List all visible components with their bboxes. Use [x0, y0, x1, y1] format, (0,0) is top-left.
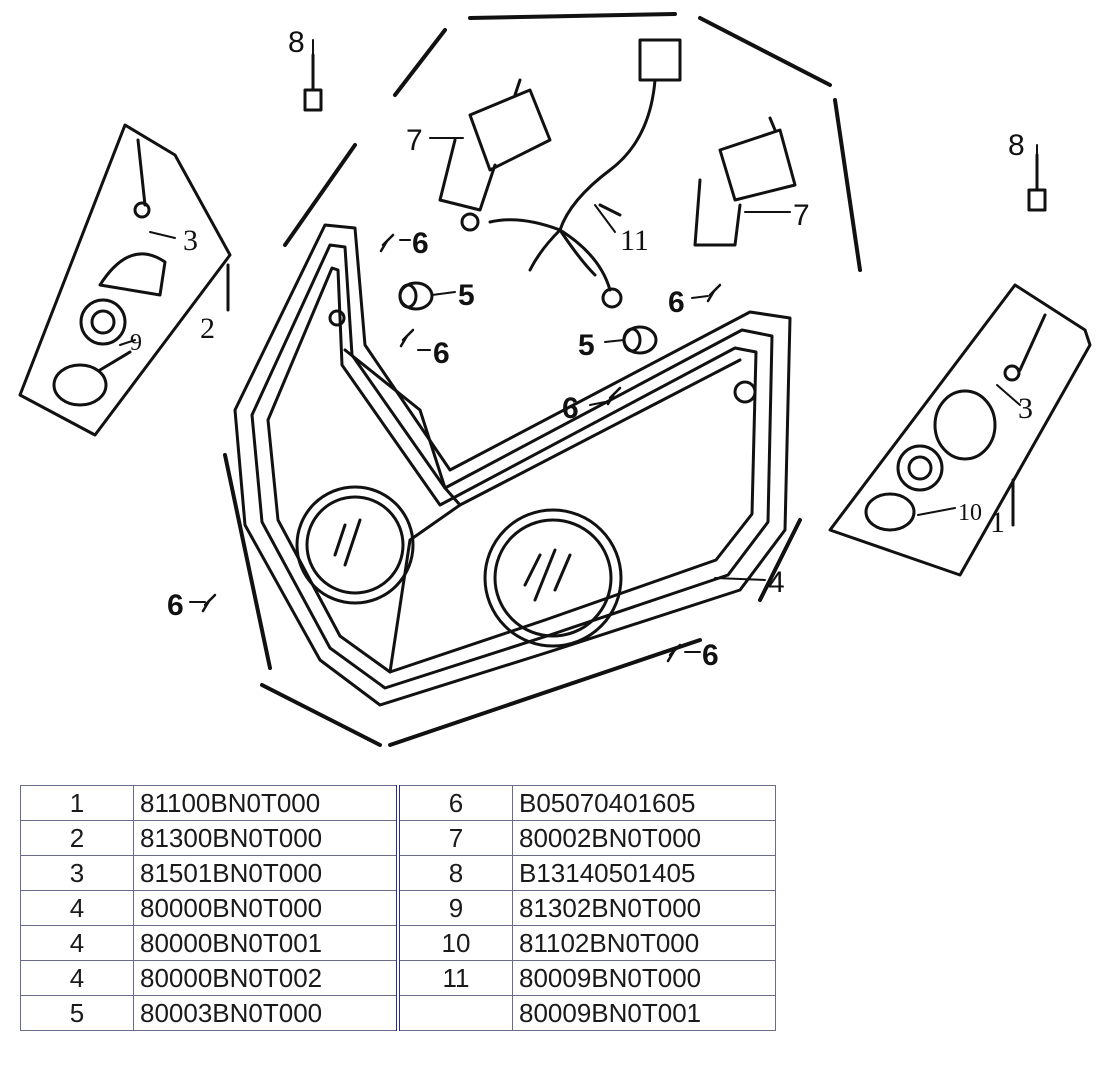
callout-label: 6 [562, 392, 579, 425]
left-turn-signal-assembly [18, 123, 232, 437]
callout-label: 6 [702, 639, 719, 672]
callout-label: 7 [793, 199, 810, 232]
right-turn-signal-assembly [828, 283, 1092, 577]
ref-number: 1 [20, 785, 134, 821]
headlight-housing [233, 223, 792, 707]
callout-label: 8 [1008, 129, 1025, 162]
callout-label: 6 [433, 337, 450, 370]
part-number: 81102BN0T000 [512, 925, 776, 961]
table-row: 4 80000BN0T001 10 81102BN0T000 [20, 925, 776, 961]
callout-label: 2 [200, 312, 215, 345]
screws [201, 233, 722, 663]
headlight-bulb-right [693, 116, 797, 247]
callout-label: 11 [620, 224, 649, 257]
ref-number: 4 [20, 925, 134, 961]
part-number: B05070401605 [512, 785, 776, 821]
part-number: 80000BN0T001 [133, 925, 400, 961]
part-number: 80003BN0T000 [133, 995, 400, 1031]
ref-number: 7 [397, 820, 513, 856]
callout-label: 6 [167, 589, 184, 622]
bulb-socket-lower [622, 325, 658, 355]
table-row: 4 80000BN0T000 9 81302BN0T000 [20, 890, 776, 926]
callout-label: 8 [288, 26, 305, 59]
callout-label: 3 [183, 224, 198, 257]
callout-label: 3 [1018, 392, 1033, 425]
part-number: 81302BN0T000 [512, 890, 776, 926]
callout-label: 5 [578, 329, 595, 362]
ref-number: 4 [20, 890, 134, 926]
part-number: 80009BN0T001 [512, 995, 776, 1031]
bulb-socket-upper [398, 281, 434, 311]
table-row: 5 80003BN0T000 80009BN0T001 [20, 995, 776, 1031]
bolt-8-left [303, 53, 323, 112]
ref-number: 2 [20, 820, 134, 856]
callout-label: 5 [458, 279, 475, 312]
assembly-boundary [223, 12, 862, 747]
wiring-harness [460, 38, 682, 309]
table-row: 3 81501BN0T000 8 B13140501405 [20, 855, 776, 891]
ref-number: 9 [397, 890, 513, 926]
ref-number: 8 [397, 855, 513, 891]
leader-lines [119, 39, 1038, 653]
ref-number: 10 [397, 925, 513, 961]
ref-number: 6 [397, 785, 513, 821]
callout-label: 6 [668, 286, 685, 319]
callout-label: 7 [406, 124, 423, 157]
table-row: 4 80000BN0T002 11 80009BN0T000 [20, 960, 776, 996]
parts-list-table: 1 81100BN0T000 6 B05070401605 2 81300BN0… [20, 785, 776, 1031]
callout-label: 4 [768, 566, 785, 599]
ref-number: 11 [397, 960, 513, 996]
ref-number: 4 [20, 960, 134, 996]
callouts: 1 2 3 3 4 5 5 6 6 6 6 6 6 7 7 8 8 9 10 1… [130, 26, 1033, 672]
ref-number: 5 [20, 995, 134, 1031]
part-number: B13140501405 [512, 855, 776, 891]
headlight-bulb-left [438, 78, 552, 212]
callout-label: 9 [130, 330, 142, 356]
callout-label: 6 [412, 227, 429, 260]
part-number: 81300BN0T000 [133, 820, 400, 856]
part-number: 80009BN0T000 [512, 960, 776, 996]
part-number: 80000BN0T002 [133, 960, 400, 996]
ref-number [397, 995, 513, 1031]
table-row: 1 81100BN0T000 6 B05070401605 [20, 785, 776, 821]
table-row: 2 81300BN0T000 7 80002BN0T000 [20, 820, 776, 856]
bolt-8-right [1027, 153, 1047, 212]
part-number: 80000BN0T000 [133, 890, 400, 926]
ref-number: 3 [20, 855, 134, 891]
part-number: 81501BN0T000 [133, 855, 400, 891]
part-number: 81100BN0T000 [133, 785, 400, 821]
callout-label: 1 [990, 506, 1005, 539]
callout-label: 10 [958, 500, 982, 526]
part-number: 80002BN0T000 [512, 820, 776, 856]
exploded-parts-diagram: 1 2 3 3 4 5 5 6 6 6 6 6 6 7 7 8 8 9 10 1… [18, 12, 1092, 747]
